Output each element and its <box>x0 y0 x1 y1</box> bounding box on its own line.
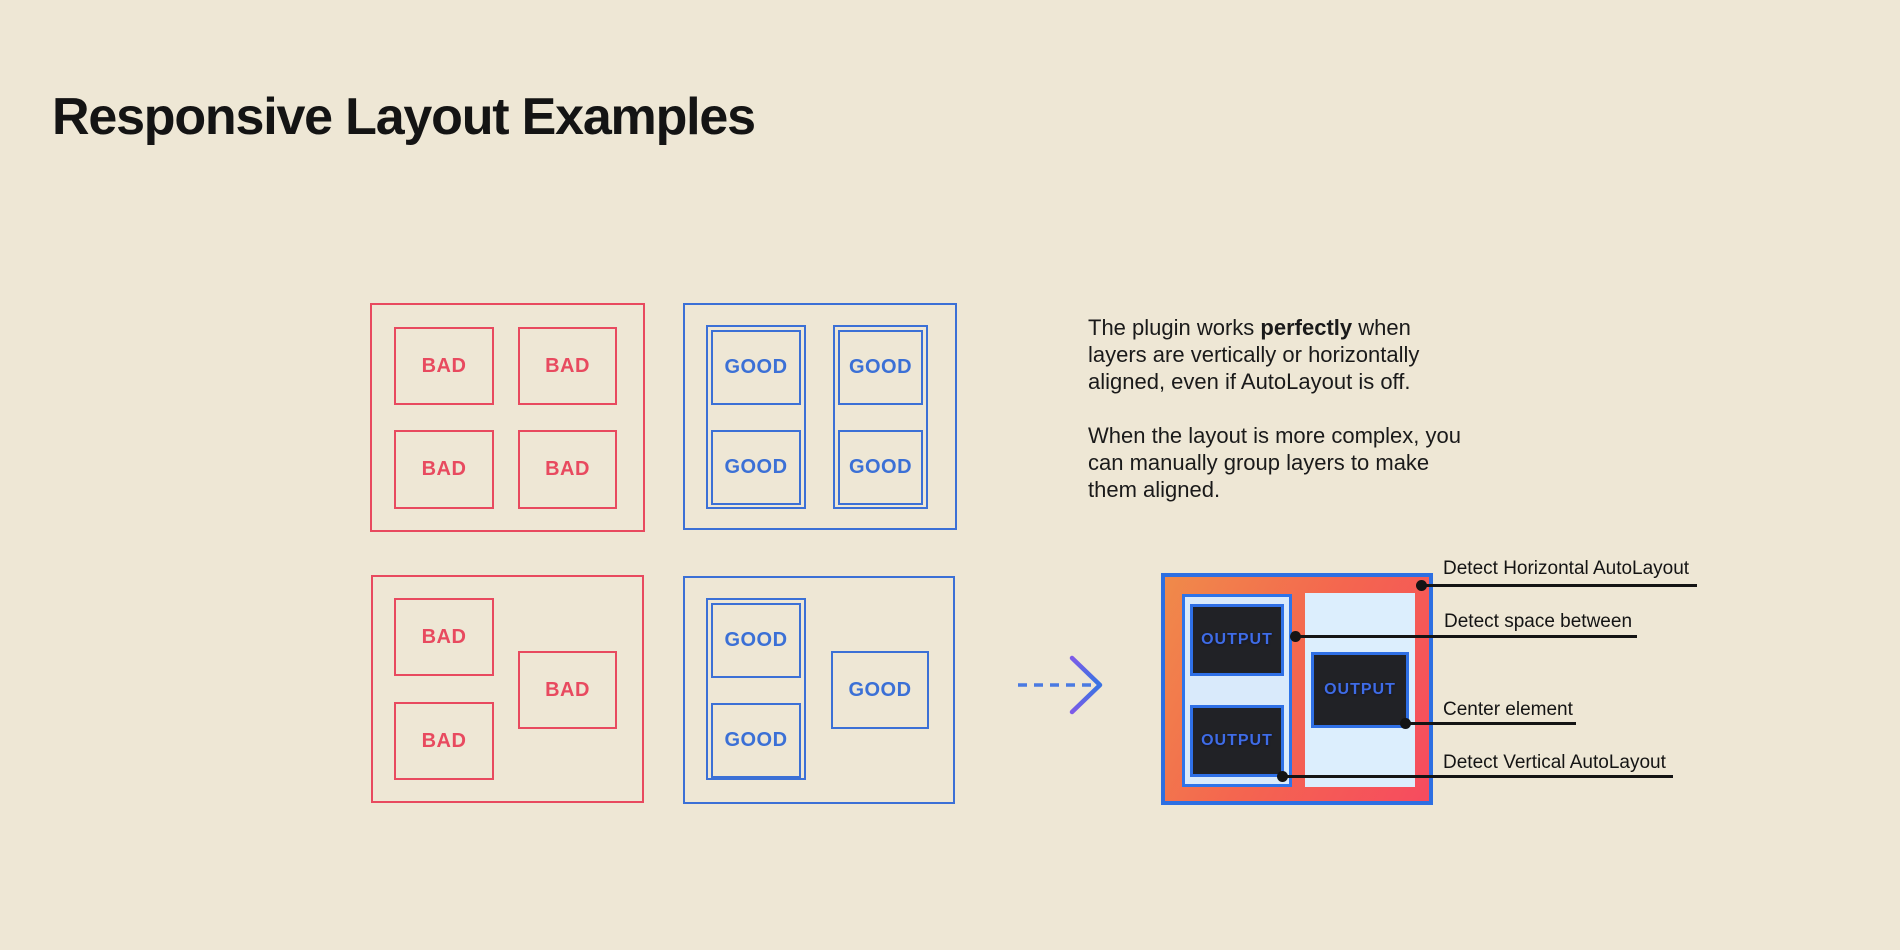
vertical-autolayout-group: OUTPUT OUTPUT <box>1182 594 1292 787</box>
autolayout-output-frame: OUTPUT OUTPUT OUTPUT <box>1161 573 1433 805</box>
good-box: GOOD <box>838 430 923 505</box>
bad-box: BAD <box>394 327 494 405</box>
bad-box: BAD <box>518 327 617 405</box>
description-segment: when <box>1352 315 1411 340</box>
description-segment: The plugin works <box>1088 315 1261 340</box>
good-example-grid-frame: GOOD GOOD GOOD GOOD <box>683 303 957 530</box>
connector-line <box>1296 635 1637 638</box>
good-group: GOOD GOOD <box>706 325 806 509</box>
annotation-label: Center element <box>1443 699 1573 720</box>
description-line: The plugin works perfectly when <box>1088 314 1461 341</box>
annotation-label: Detect space between <box>1444 611 1633 632</box>
annotation-connector-dot <box>1416 580 1427 591</box>
bad-example-grid-frame: BAD BAD BAD BAD <box>370 303 645 532</box>
output-box: OUTPUT <box>1311 652 1409 728</box>
bad-box: BAD <box>394 430 494 509</box>
description-line: layers are vertically or horizontally <box>1088 342 1420 367</box>
bad-box: BAD <box>518 651 617 729</box>
description-text: The plugin works perfectly when layers a… <box>1088 314 1461 503</box>
annotation-connector-dot <box>1290 631 1301 642</box>
good-group: GOOD GOOD <box>706 598 806 780</box>
description-line: aligned, even if AutoLayout is off. <box>1088 369 1411 394</box>
good-box: GOOD <box>711 330 801 405</box>
good-box: GOOD <box>711 603 801 678</box>
bad-box: BAD <box>394 598 494 676</box>
page-title: Responsive Layout Examples <box>52 87 756 146</box>
annotation-connector-dot <box>1277 771 1288 782</box>
connector-line <box>1283 775 1673 778</box>
annotation-label: Detect Horizontal AutoLayout <box>1443 558 1690 579</box>
annotation-label: Detect Vertical AutoLayout <box>1443 752 1666 773</box>
description-line: can manually group layers to make <box>1088 450 1430 475</box>
connector-line <box>1422 584 1697 587</box>
output-box: OUTPUT <box>1190 604 1284 676</box>
annotation-connector-dot <box>1400 718 1411 729</box>
output-box: OUTPUT <box>1190 705 1284 777</box>
center-element-panel: OUTPUT <box>1305 593 1415 787</box>
bad-box: BAD <box>518 430 617 509</box>
good-box: GOOD <box>831 651 929 729</box>
connector-line <box>1406 722 1576 725</box>
good-box: GOOD <box>711 430 801 505</box>
good-example-complex-frame: GOOD GOOD GOOD <box>683 576 955 804</box>
good-box: GOOD <box>711 703 801 778</box>
dashed-arrow-right-icon <box>1018 655 1103 715</box>
bad-box: BAD <box>394 702 494 780</box>
description-line: them aligned. <box>1088 477 1221 502</box>
good-group: GOOD GOOD <box>833 325 928 509</box>
bad-example-complex-frame: BAD BAD BAD <box>371 575 644 803</box>
description-line: When the layout is more complex, you <box>1088 423 1461 448</box>
description-bold-segment: perfectly <box>1260 315 1353 340</box>
good-box: GOOD <box>838 330 923 405</box>
